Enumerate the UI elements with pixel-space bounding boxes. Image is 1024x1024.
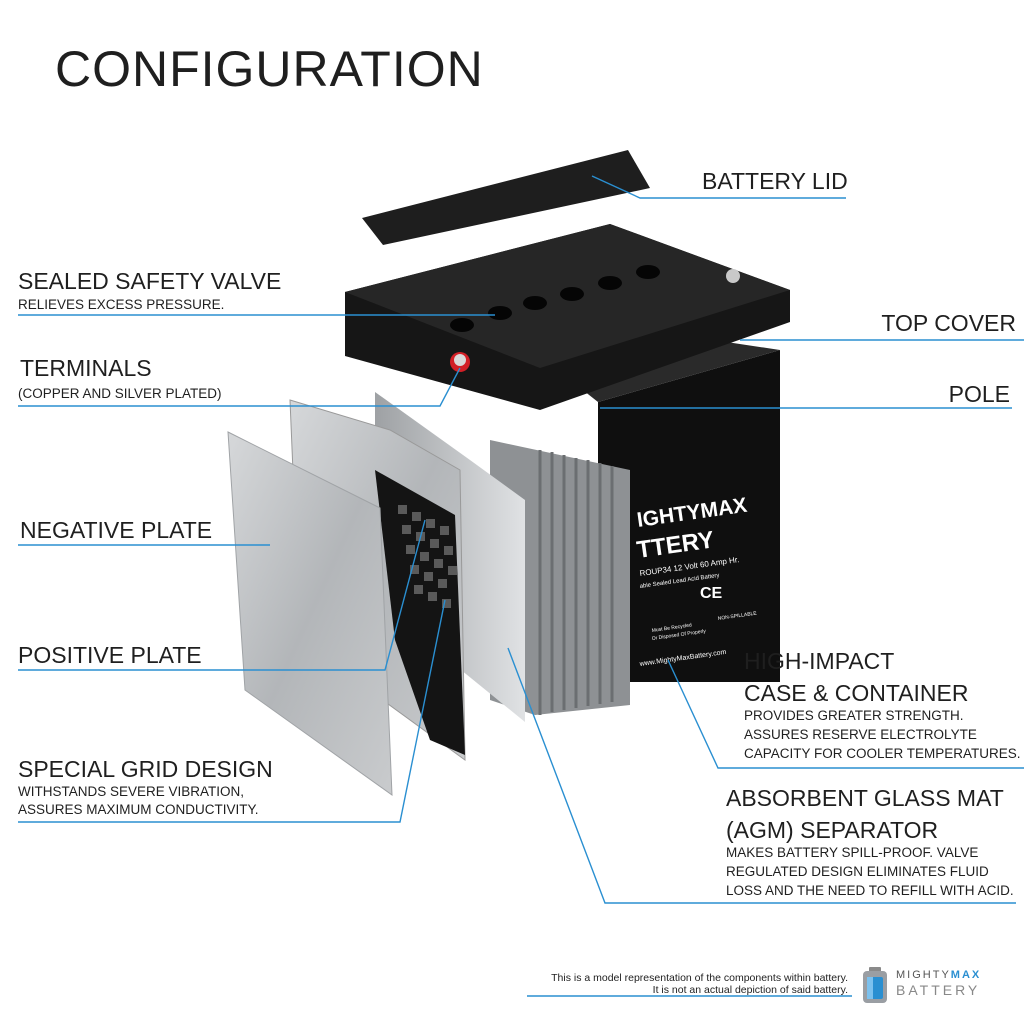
label-positive-plate: POSITIVE PLATE bbox=[18, 642, 202, 668]
negative-plate bbox=[227, 431, 393, 797]
label-safety-valve-sub: RELIEVES EXCESS PRESSURE. bbox=[18, 297, 225, 312]
label-safety-valve: SEALED SAFETY VALVE bbox=[18, 268, 282, 294]
label-negative-plate: NEGATIVE PLATE bbox=[20, 517, 213, 543]
label-terminals-sub: (COPPER AND SILVER PLATED) bbox=[18, 386, 222, 401]
logo-mighty: MIGHTY bbox=[896, 969, 951, 981]
grid-design bbox=[375, 470, 465, 755]
logo-max: MAX bbox=[950, 969, 982, 981]
leader-lines bbox=[18, 175, 1024, 997]
label-grid-design-sub1: WITHSTANDS SEVERE VIBRATION, bbox=[18, 784, 245, 799]
label-high-impact-1: HIGH-IMPACT bbox=[744, 648, 895, 674]
label-high-impact-sub1: PROVIDES GREATER STRENGTH. bbox=[744, 708, 964, 723]
logo-battery: BATTERY bbox=[896, 982, 981, 998]
battery-logo-icon bbox=[863, 967, 887, 1003]
disclaimer: This is a model representation of the co… bbox=[551, 972, 848, 996]
label-pole: POLE bbox=[948, 381, 1010, 407]
label-grid-design-sub2: ASSURES MAXIMUM CONDUCTIVITY. bbox=[18, 802, 259, 817]
disclaimer-line-2: It is not an actual depiction of said ba… bbox=[652, 984, 848, 996]
label-top-cover: TOP COVER bbox=[881, 310, 1016, 336]
battery-case bbox=[598, 350, 780, 682]
face-recycle: Must Be Recycled bbox=[651, 622, 692, 634]
label-terminals: TERMINALS bbox=[20, 355, 152, 381]
label-agm-sub3: LOSS AND THE NEED TO REFILL WITH ACID. bbox=[726, 883, 1014, 898]
label-battery-lid: BATTERY LID bbox=[702, 168, 848, 194]
label-high-impact-sub3: CAPACITY FOR COOLER TEMPERATURES. bbox=[744, 746, 1021, 761]
mightymax-logo: MIGHTYMAX BATTERY bbox=[860, 965, 1010, 1005]
battery-lid bbox=[362, 150, 650, 245]
label-grid-design: SPECIAL GRID DESIGN bbox=[18, 756, 273, 782]
label-agm-1: ABSORBENT GLASS MAT bbox=[726, 785, 1004, 811]
svg-text:CE: CE bbox=[700, 585, 723, 602]
label-agm-sub2: REGULATED DESIGN ELIMINATES FLUID bbox=[726, 864, 989, 879]
label-high-impact-2: CASE & CONTAINER bbox=[744, 680, 969, 706]
label-agm-2: (AGM) SEPARATOR bbox=[726, 817, 939, 843]
label-high-impact-sub2: ASSURES RESERVE ELECTROLYTE bbox=[744, 727, 977, 742]
top-cover bbox=[345, 224, 790, 410]
page-title: CONFIGURATION bbox=[55, 41, 484, 97]
disclaimer-line-1: This is a model representation of the co… bbox=[551, 972, 848, 984]
face-nonspill: NON-SPILLABLE bbox=[717, 610, 757, 621]
label-agm-sub1: MAKES BATTERY SPILL-PROOF. VALVE bbox=[726, 845, 979, 860]
